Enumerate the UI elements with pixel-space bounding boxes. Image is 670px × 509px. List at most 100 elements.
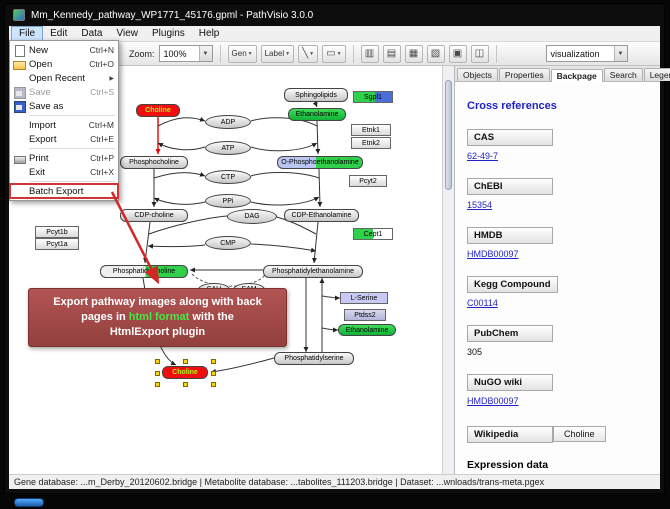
pathway-node-cmp[interactable]: CMP <box>205 236 251 250</box>
align-left-button[interactable]: ▥ <box>360 44 379 63</box>
pathway-node-sphingolipids[interactable]: Sphingolipids <box>284 88 348 102</box>
shortcut-label: Ctrl+P <box>90 153 114 163</box>
line-icon: ╲ <box>302 48 309 59</box>
menu-data[interactable]: Data <box>81 28 103 39</box>
title-bar[interactable]: Mm_Kennedy_pathway_WP1771_45176.gpml - P… <box>5 4 664 26</box>
align-bottom-button[interactable]: ▧ <box>426 44 445 63</box>
tab-legend[interactable]: Legend <box>643 68 670 81</box>
new-geneproduct-tool-button[interactable]: Gen▼ <box>227 44 257 63</box>
callout-highlight: html format <box>128 311 190 323</box>
pathway-node-etnk1[interactable]: Etnk1 <box>351 124 391 136</box>
toolbar-separator <box>219 44 221 63</box>
toolbar-separator <box>495 44 497 63</box>
align-top-button[interactable]: ▦ <box>404 44 423 63</box>
pathway-node-cept1[interactable]: Cept1 <box>353 228 393 240</box>
menu-view[interactable]: View <box>116 28 138 39</box>
tab-search[interactable]: Search <box>603 68 643 81</box>
menu-file[interactable]: File <box>11 26 44 41</box>
selection-handle[interactable] <box>183 359 188 364</box>
pathway-node-l-serine[interactable]: L-Serine <box>340 292 388 304</box>
menu-help[interactable]: Help <box>198 28 220 39</box>
reference-link[interactable]: 15354 <box>467 200 493 210</box>
pathway-node-choline-bottom[interactable]: Choline <box>162 366 208 379</box>
chevron-down-icon: ▼ <box>247 50 253 57</box>
file-menu-item-label: Exit <box>29 166 45 178</box>
line-tool-button[interactable]: ╲▼ <box>298 44 319 63</box>
pathway-node-pcyt1b[interactable]: Pcyt1b <box>35 226 79 238</box>
chevron-down-icon: ▼ <box>309 50 315 57</box>
pathway-node-phosphatidylcholine[interactable]: Phosphatidylcholine <box>100 265 188 278</box>
reference-link[interactable]: C00114 <box>467 298 498 308</box>
pathway-node-ctp[interactable]: CTP <box>205 170 251 184</box>
selection-handle[interactable] <box>155 382 160 387</box>
tab-properties[interactable]: Properties <box>498 68 550 81</box>
reference-source: NuGO wiki <box>467 374 553 391</box>
pathway-node-pcyt2[interactable]: Pcyt2 <box>349 175 387 187</box>
chevron-down-icon[interactable]: ▼ <box>198 46 212 61</box>
file-menu-item-open-recent[interactable]: Open Recent▶ <box>10 71 118 85</box>
icon-placeholder <box>12 134 26 145</box>
file-menu-item-batch-export[interactable]: Batch Export <box>9 183 119 199</box>
pathway-node-dag[interactable]: DAG <box>227 209 277 224</box>
reference-link[interactable]: HMDB00097 <box>467 396 519 406</box>
align-top-icon: ▦ <box>408 48 419 59</box>
submenu-arrow-icon: ▶ <box>109 75 114 82</box>
selection-handle[interactable] <box>155 370 160 376</box>
selection-handle[interactable] <box>211 359 216 364</box>
pathway-node-phosphocholine[interactable]: Phosphocholine <box>120 156 188 169</box>
pathway-node-o-phosphoethanolamine[interactable]: O-Phosphoethanolamine <box>277 156 363 169</box>
pathway-node-etnk2[interactable]: Etnk2 <box>351 137 391 149</box>
selection-handle[interactable] <box>183 382 188 387</box>
new-label-tool-button[interactable]: Label▼ <box>260 44 295 63</box>
stack-vertical-button[interactable]: ▣ <box>448 44 467 63</box>
shortcut-label: Ctrl+X <box>90 167 114 177</box>
shape-tool-button[interactable]: ▭▼ <box>322 44 346 63</box>
pathway-node-atp[interactable]: ATP <box>205 141 251 155</box>
reference-value: 305 <box>467 347 483 357</box>
selection-handle[interactable] <box>155 359 160 364</box>
pathway-node-phosphatidylserine[interactable]: Phosphatidylserine <box>274 352 354 365</box>
pathway-node-ptdss2[interactable]: Ptdss2 <box>344 309 386 321</box>
pathway-node-choline-top[interactable]: Choline <box>136 104 180 117</box>
pathway-node-pcyt1a[interactable]: Pcyt1a <box>35 238 79 250</box>
reference-link[interactable]: HMDB00097 <box>467 249 519 259</box>
pathway-edge <box>312 101 318 108</box>
zoom-combobox[interactable]: 100% ▼ <box>158 45 213 62</box>
label-tool-label: Label <box>264 49 285 58</box>
status-text: Gene database: ...m_Derby_20120602.bridg… <box>14 477 545 487</box>
visualization-combobox[interactable]: visualization ▼ <box>545 45 628 62</box>
menu-plugins[interactable]: Plugins <box>151 28 185 39</box>
pathway-node-ethanolamine-2[interactable]: Ethanolamine <box>338 324 396 336</box>
pathway-node-cdp-choline[interactable]: CDP-choline <box>120 209 188 222</box>
reference-link[interactable]: 62-49-7 <box>467 151 499 161</box>
stack-horizontal-button[interactable]: ◫ <box>470 44 489 63</box>
file-menu-item-save-as[interactable]: Save as <box>10 99 118 113</box>
stack-vertical-icon: ▣ <box>452 48 463 59</box>
menu-edit[interactable]: Edit <box>50 28 68 39</box>
pathway-node-adp[interactable]: ADP <box>205 115 251 129</box>
file-menu-item-exit[interactable]: Exit Ctrl+X <box>10 165 118 179</box>
tab-objects[interactable]: Objects <box>457 68 498 81</box>
scrollbar-thumb[interactable] <box>445 80 452 190</box>
pathway-node-cdp-ethanolamine[interactable]: CDP-Ethanolamine <box>284 209 359 222</box>
selection-handle[interactable] <box>211 370 216 376</box>
pathway-node-ethanolamine-top[interactable]: Ethanolamine <box>288 108 346 121</box>
selection-handle[interactable] <box>211 382 216 387</box>
pathway-node-ppi[interactable]: PPi <box>205 194 251 208</box>
pathway-node-sgpl1[interactable]: Sgpl1 <box>353 91 393 103</box>
align-center-button[interactable]: ▤ <box>382 44 401 63</box>
chevron-down-icon[interactable]: ▼ <box>613 46 627 61</box>
canvas-vertical-scrollbar[interactable] <box>442 66 454 474</box>
stack-horizontal-icon: ◫ <box>474 48 485 59</box>
pathway-node-phosphatidylethanolamine[interactable]: Phosphatidylethanolamine <box>263 265 363 278</box>
tab-backpage[interactable]: Backpage <box>550 69 603 82</box>
